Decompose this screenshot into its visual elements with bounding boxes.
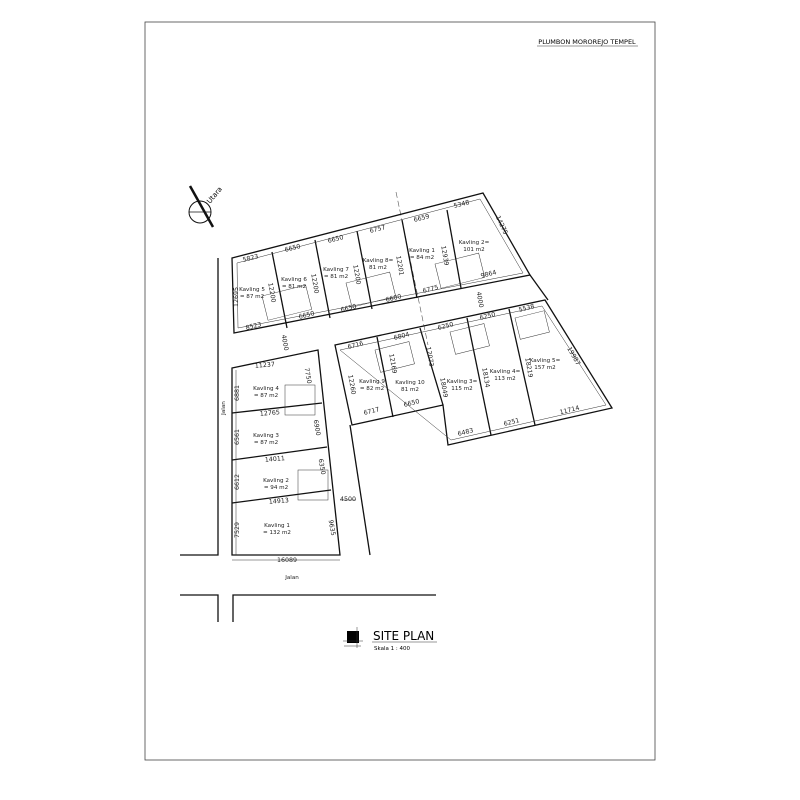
drawing-frame [144, 21, 656, 761]
dimension-label: 11714 [559, 405, 580, 417]
dimension-label: 12200 [266, 282, 276, 303]
dimension-label: 7750 [303, 367, 313, 384]
plot-area: = 132 m2 [263, 530, 291, 536]
project-title: PLUMBON MOROREJO TEMPEL [538, 38, 636, 46]
dimension-label: 6250 [479, 311, 496, 322]
plot-name: Kavling 4= [490, 369, 521, 375]
dimension-label: 6612 [234, 474, 241, 490]
road-label-bottom: Jalan [284, 575, 299, 581]
dimension-label: 5348 [453, 199, 470, 210]
dimension-label: 18049 [438, 377, 448, 398]
dimension-label: 12939 [439, 245, 449, 266]
plot-name: Kavling 9 [359, 379, 385, 385]
dimension-labels: 5823 6650 6650 6757 6659 5348 14275 12200 12200 1… [233, 199, 581, 564]
dimension-label: 6483 [457, 427, 474, 438]
lower-right-block [334, 299, 614, 446]
compass-label: Utara [205, 185, 224, 205]
dimension-label: 6600 [385, 293, 402, 304]
dimension-label: 5823 [242, 253, 259, 264]
axis-line [395, 191, 429, 346]
dimension-label: 4000 [280, 334, 290, 351]
plot-name: Kavling 1 [264, 523, 290, 529]
dimension-label: 16089 [277, 557, 297, 564]
dimension-label: 12169 [387, 353, 397, 374]
road-label-left: Jalan [221, 401, 227, 416]
dimension-label: 19987 [565, 346, 581, 367]
dimension-label: 6650 [284, 243, 301, 254]
dimension-label: 12200 [309, 273, 319, 294]
plot-name: Kavling 8= [363, 258, 394, 264]
plot-area: 113 m2 [494, 376, 515, 382]
road-edges [180, 258, 436, 622]
plot-name: Kavling 2= [459, 240, 490, 246]
dimension-label: 9864 [480, 269, 497, 280]
plot-name: Kavling 5= [530, 358, 561, 364]
dimension-label: 6350 [317, 458, 327, 475]
dimension-label: 5538 [518, 303, 535, 314]
dimension-label: 4000 [475, 291, 485, 308]
dimension-label: 14275 [494, 215, 509, 236]
plot-name: Kavling 3= [447, 379, 478, 385]
dimension-label: 6775 [422, 284, 439, 295]
dimension-label: 6650 [327, 234, 344, 245]
plot-name: Kavling 10 [395, 380, 425, 386]
plot-area: 101 m2 [463, 247, 484, 253]
plot-area: 81 m2 [369, 265, 387, 271]
plot-name: Kavling 6 [281, 277, 307, 283]
dimension-label: 12260 [346, 374, 356, 395]
dimension-label: 12201 [394, 255, 404, 276]
dimension-label: 6659 [413, 213, 430, 224]
dimension-label: 6250 [437, 321, 454, 332]
dimension-label: 12765 [260, 409, 281, 418]
dimension-label: 6251 [503, 417, 520, 428]
plot-area: 81 m2 [401, 387, 419, 393]
dimension-label: 12073 [424, 346, 434, 367]
dimension-label: 7529 [234, 522, 241, 538]
dimension-label: 4500 [340, 496, 356, 503]
plot-name: Kavling 2 [263, 478, 289, 484]
plot-name: Kavling 5 [239, 287, 265, 293]
plot-name: Kavling 7 [323, 267, 349, 273]
plot-area: = 87 m2 [254, 393, 278, 399]
dimension-label: 12200 [351, 264, 361, 285]
dimension-label: 6717 [363, 406, 380, 417]
dimension-label: 6650 [298, 310, 315, 321]
dimension-label: 9635 [327, 519, 337, 536]
plot-area: = 82 m2 [360, 386, 384, 392]
dimension-label: 6757 [369, 224, 386, 235]
dimension-label: 18134 [480, 367, 490, 388]
top-block [231, 192, 549, 334]
left-block [231, 349, 356, 561]
plot-name: Kavling 4 [253, 386, 279, 392]
dimension-label: 6900 [312, 419, 322, 436]
scale-label: Skala 1 : 400 [374, 646, 410, 652]
plot-area: = 81 m2 [324, 274, 348, 280]
plot-area: = 87 m2 [240, 294, 264, 300]
plot-area: = 87 m2 [254, 440, 278, 446]
dimension-label: 14913 [269, 497, 290, 506]
dimension-label: 14011 [265, 455, 286, 464]
dimension-label: 6881 [234, 385, 241, 401]
site-plan-title: SITE PLAN [373, 629, 434, 643]
site-plan-symbol-icon [343, 627, 363, 648]
dimension-label: 6650 [340, 303, 357, 314]
dimension-label: 18219 [523, 357, 533, 378]
dimension-label: 6804 [393, 331, 410, 342]
dimension-label: 6716 [347, 340, 364, 351]
plot-area: = 84 m2 [410, 255, 434, 261]
dimension-label: 6650 [403, 398, 420, 409]
north-arrow-icon: Utara [188, 185, 224, 228]
dimension-label: 11237 [255, 361, 276, 370]
plot-area: 115 m2 [451, 386, 472, 392]
dimension-label: 8523 [245, 321, 262, 332]
dimension-label: 12695 [233, 287, 240, 307]
plot-name: Kavling 3 [253, 433, 279, 439]
plot-area: = 94 m2 [264, 485, 288, 491]
plot-name: Kavling 1 [409, 248, 435, 254]
plot-area: = 81 m2 [282, 284, 306, 290]
dimension-label: 6561 [234, 429, 241, 445]
plot-area: 157 m2 [534, 365, 555, 371]
